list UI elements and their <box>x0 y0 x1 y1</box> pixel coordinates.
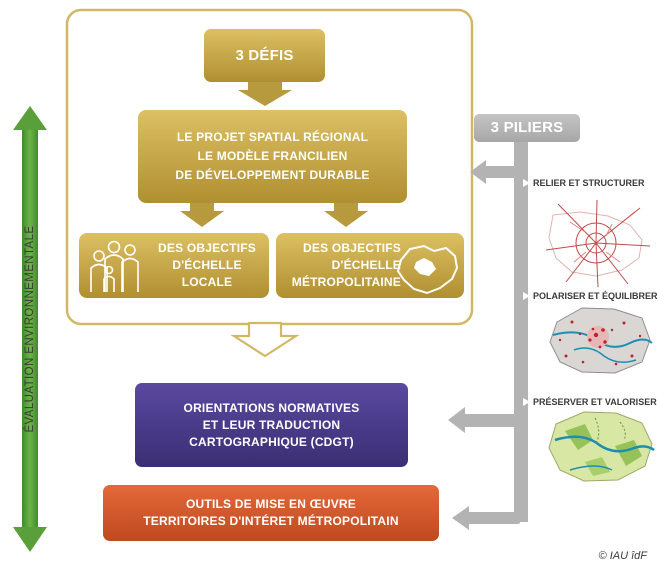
orientations-box <box>135 383 408 467</box>
orientations-line-1: ORIENTATIONS NORMATIVES <box>183 401 360 415</box>
evaluation-arrow-down-head <box>13 527 47 552</box>
pilier-preserver-label: PRÉSERVER ET VALORISER <box>533 397 657 407</box>
left-objective-arrow <box>180 203 224 227</box>
marker-preserver <box>523 398 530 406</box>
outils-box <box>103 485 439 541</box>
evaluation-label-text: ÉVALUATION ENVIRONNEMENTALE <box>24 225 36 433</box>
hollow-down-arrow <box>230 321 300 358</box>
connector-outils <box>466 512 520 524</box>
objectifs-metro-line-2: D'ÉCHELLE <box>331 258 401 272</box>
poles-map-icon <box>549 307 653 374</box>
green-spaces-map-icon <box>548 411 655 482</box>
objectifs-metro-line-3: MÉTROPOLITAINE <box>291 275 401 289</box>
arrow-to-outils <box>452 506 469 530</box>
projet-line-1: LE PROJET SPATIAL RÉGIONAL <box>176 130 369 144</box>
marker-polariser <box>523 292 530 300</box>
arrow-to-projet <box>470 160 486 184</box>
orientations-line-3: CARTOGRAPHIQUE (CDGT) <box>189 435 354 449</box>
credit-label: © IAU îdF <box>598 550 647 562</box>
objectifs-locale-line-3: LOCALE <box>181 275 233 289</box>
defis-down-arrow <box>238 82 292 106</box>
pilier-polariser-label: POLARISER ET ÉQUILIBRER <box>533 291 657 301</box>
outils-label: OUTILS DE MISE EN ŒUVRE TERRITOIRES D'IN… <box>103 496 439 530</box>
defis-box <box>204 29 325 82</box>
objectifs-metropolitaine-label: DES OBJECTIFS D'ÉCHELLE MÉTROPOLITAINE <box>277 240 401 291</box>
pilier-relier-text: RELIER ET STRUCTURER <box>533 178 645 188</box>
objectifs-locale-label: DES OBJECTIFS D'ÉCHELLE LOCALE <box>148 240 266 291</box>
right-objective-arrow <box>324 203 368 227</box>
evaluation-arrow-shaft <box>22 128 38 528</box>
orientations-line-2: ET LEUR TRADUCTION <box>202 418 341 432</box>
projet-label: LE PROJET SPATIAL RÉGIONAL LE MODÈLE FRA… <box>138 128 407 185</box>
defis-label-text: 3 DÉFIS <box>235 47 294 64</box>
evaluation-arrow-up-head <box>13 106 47 130</box>
outils-line-2: TERRITOIRES D'INTÉRET MÉTROPOLITAIN <box>143 514 399 528</box>
piliers-label-text: 3 PILIERS <box>490 119 564 136</box>
orientations-label: ORIENTATIONS NORMATIVES ET LEUR TRADUCTI… <box>135 400 408 451</box>
projet-box <box>138 110 407 203</box>
connector-projet <box>483 166 517 178</box>
piliers-box <box>474 114 580 142</box>
road-network-map-icon <box>545 199 651 288</box>
family-icon <box>90 240 139 292</box>
projet-line-3: DE DÉVELOPPEMENT DURABLE <box>175 168 370 182</box>
marker-relier <box>523 179 530 187</box>
pilier-relier-label: RELIER ET STRUCTURER <box>533 178 645 188</box>
pilier-polariser-text: POLARISER ET ÉQUILIBRER <box>533 291 657 301</box>
objectifs-metro-line-1: DES OBJECTIFS <box>303 241 401 255</box>
objectifs-locale-line-2: D'ÉCHELLE <box>172 258 242 272</box>
objectifs-locale-box <box>79 233 269 298</box>
arrow-to-orientations <box>448 407 465 433</box>
ile-de-france-map-icon <box>396 244 459 295</box>
defis-label: 3 DÉFIS <box>204 47 325 64</box>
projet-line-2: LE MODÈLE FRANCILIEN <box>197 149 348 163</box>
pilier-preserver-text: PRÉSERVER ET VALORISER <box>533 397 657 407</box>
piliers-label: 3 PILIERS <box>474 119 580 136</box>
connector-orientations <box>462 414 517 427</box>
objectifs-metropolitaine-box <box>276 233 464 298</box>
outils-line-1: OUTILS DE MISE EN ŒUVRE <box>186 497 356 511</box>
piliers-vertical-bar <box>514 142 528 522</box>
objectifs-locale-line-1: DES OBJECTIFS <box>158 241 256 255</box>
